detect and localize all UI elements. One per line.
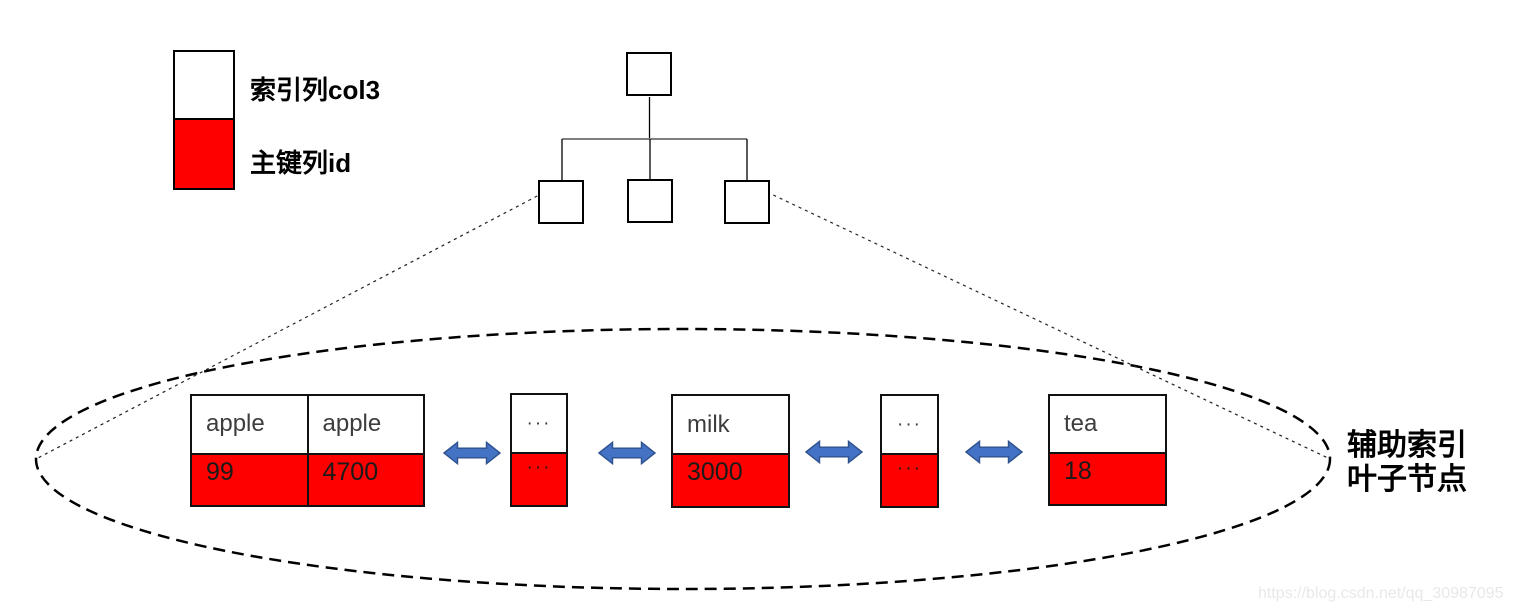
index-value-cell: apple — [192, 396, 307, 453]
primary-key-cell: 99 — [192, 452, 307, 505]
legend-index-column-label: 索引列col3 — [250, 75, 381, 105]
index-value-cell: apple — [308, 396, 423, 453]
leaf-node-milk: milk 3000 — [671, 394, 790, 508]
leaf-scope-ellipse — [34, 327, 1332, 591]
leaf-column: ··· ··· — [512, 395, 566, 505]
primary-key-cell: ··· — [882, 453, 937, 506]
legend-primary-key-swatch — [175, 120, 233, 188]
double-arrow-icon — [598, 440, 656, 466]
leaf-column: ··· ··· — [882, 396, 937, 506]
leaf-column: tea 18 — [1050, 396, 1165, 504]
tree-child-node-left — [538, 180, 584, 224]
leaf-node-ellipsis: ··· ··· — [510, 393, 568, 507]
leaf-column: apple 99 — [192, 396, 307, 505]
watermark-url: https://blog.csdn.net/qq_30987095 — [1258, 585, 1504, 602]
index-value-cell: milk — [673, 396, 788, 454]
zoom-guide-line-right — [747, 182, 1329, 459]
tree-root-node — [626, 52, 672, 96]
double-arrow-icon — [443, 440, 501, 466]
annotation-line-2: 叶子节点 — [1347, 463, 1467, 496]
legend-primary-key-label: 主键列id — [250, 148, 352, 178]
legend-swatch-box — [173, 50, 235, 190]
index-value-cell: ··· — [882, 396, 937, 454]
index-value-cell: ··· — [512, 395, 566, 453]
primary-key-cell: ··· — [512, 452, 566, 505]
zoom-guide-line-left — [35, 182, 563, 460]
index-value-cell: tea — [1050, 396, 1165, 453]
secondary-index-annotation: 辅助索引 叶子节点 — [1347, 429, 1467, 497]
primary-key-cell: 4700 — [308, 452, 423, 505]
tree-child-node-right — [724, 180, 770, 224]
double-arrow-icon — [965, 439, 1023, 465]
leaf-node-ellipsis: ··· ··· — [880, 394, 939, 508]
legend-index-column-swatch — [175, 52, 233, 120]
primary-key-cell: 18 — [1050, 452, 1165, 504]
primary-key-cell: 3000 — [673, 453, 788, 506]
tree-child-node-middle — [627, 179, 673, 223]
annotation-line-1: 辅助索引 — [1347, 429, 1467, 462]
leaf-node-tea: tea 18 — [1048, 394, 1167, 506]
leaf-column: milk 3000 — [673, 396, 788, 506]
leaf-node-apple: apple 99 apple 4700 — [190, 394, 425, 507]
double-arrow-icon — [805, 439, 863, 465]
leaf-column: apple 4700 — [306, 396, 423, 505]
